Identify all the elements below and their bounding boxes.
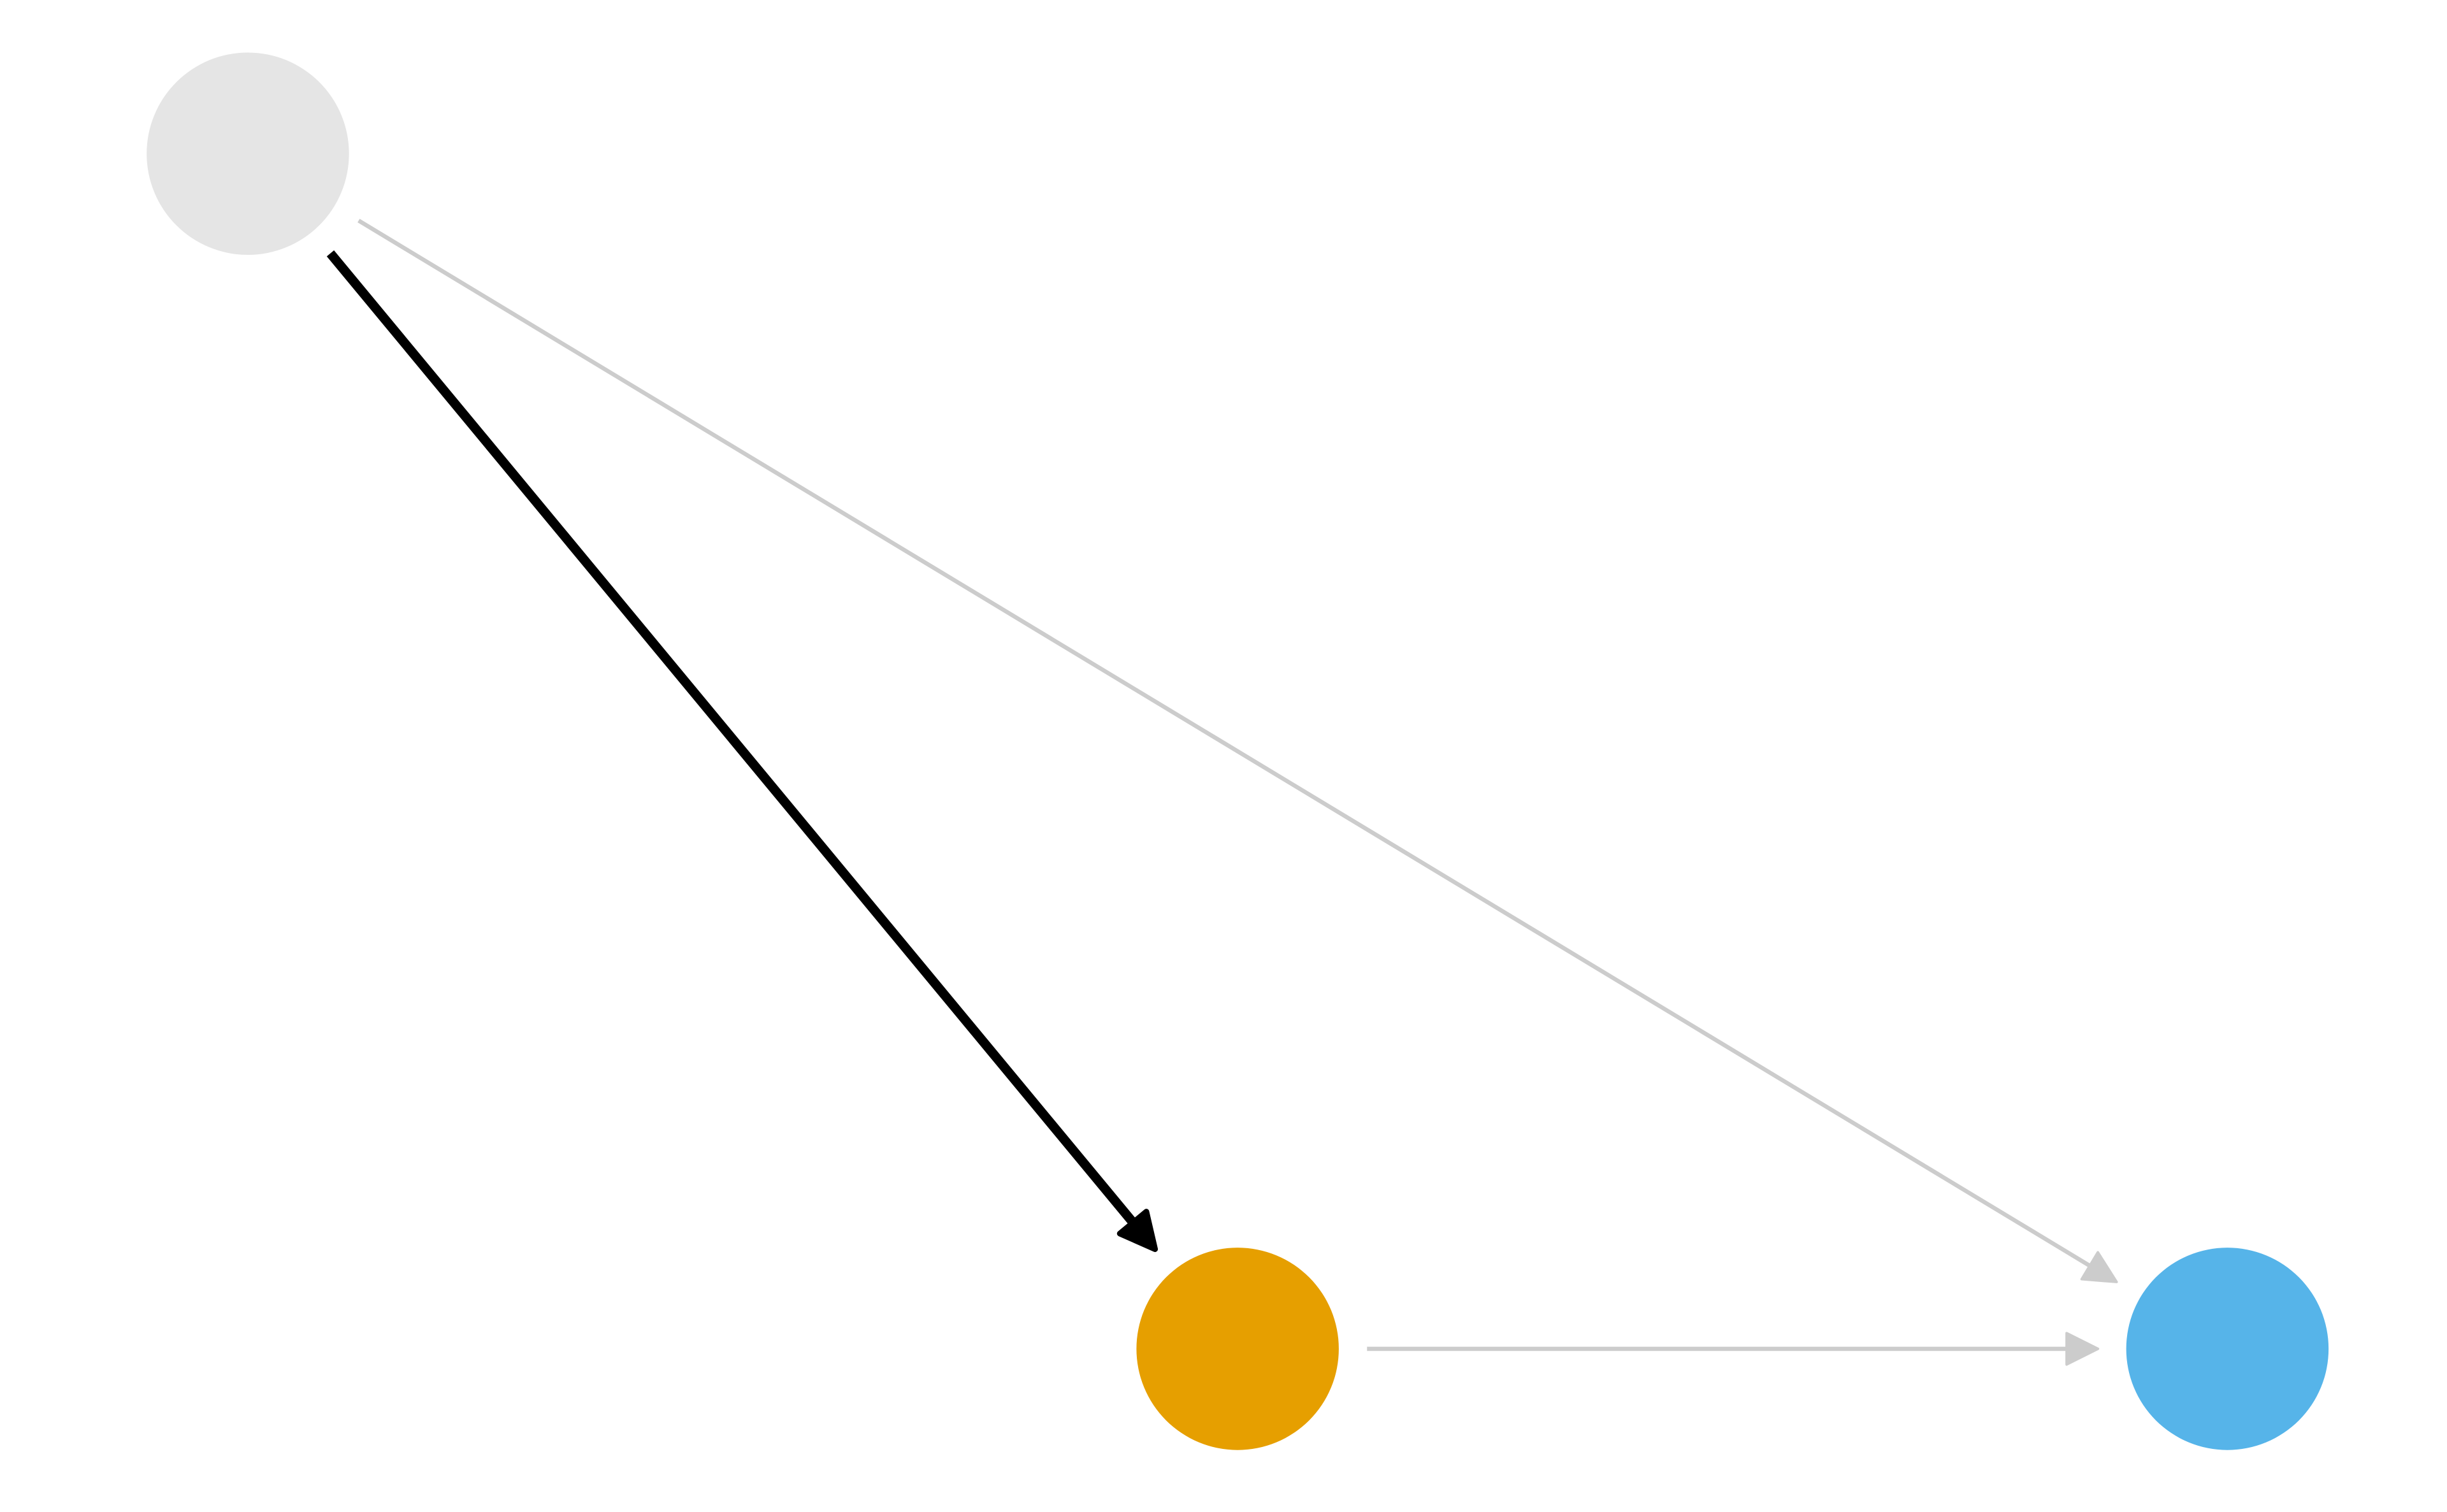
node-top-left bbox=[147, 52, 349, 255]
edge-line bbox=[326, 250, 1138, 1227]
edge-top-left-to-bottom-middle bbox=[326, 250, 1159, 1252]
node-layer bbox=[147, 52, 2329, 1450]
arrowhead-icon bbox=[2080, 1251, 2118, 1283]
edge-line bbox=[357, 219, 2092, 1269]
node-bottom-right bbox=[2126, 1248, 2329, 1450]
node-bottom-middle bbox=[1136, 1248, 1339, 1450]
arrowhead-icon bbox=[1116, 1209, 1159, 1252]
edge-top-left-to-bottom-right bbox=[357, 219, 2118, 1283]
edge-layer bbox=[326, 219, 2118, 1366]
edge-bottom-middle-to-bottom-right bbox=[1367, 1332, 2100, 1366]
arrowhead-icon bbox=[2065, 1332, 2100, 1366]
